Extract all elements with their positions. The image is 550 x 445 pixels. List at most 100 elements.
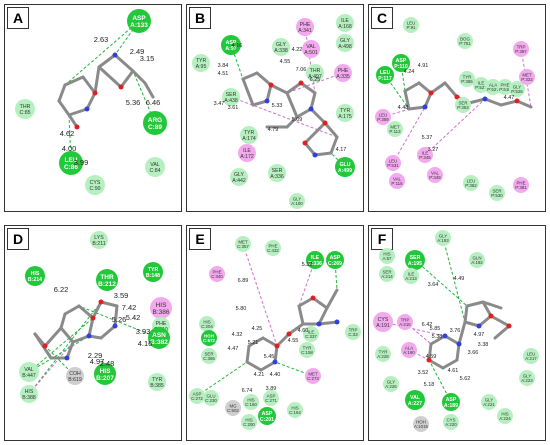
oxygen-atom — [428, 90, 434, 96]
residue-circle — [66, 367, 84, 385]
residue-label: C:164 — [289, 410, 301, 415]
hydrophobic-line — [298, 259, 316, 307]
residue-circle — [25, 266, 45, 286]
residue-label: B:385 — [150, 383, 164, 389]
distance-label: 4.40 — [270, 372, 281, 378]
residue-circle — [143, 111, 167, 135]
residue-label: ARG — [148, 117, 162, 124]
residue-circle — [335, 157, 355, 177]
residue-circle — [296, 18, 314, 36]
residue-label: A:221 — [483, 402, 495, 407]
residue-nodes: ASPA:133ARGC:89LEUC:86THRC:85VALC:84CYSC… — [15, 9, 167, 195]
ligand-bond — [59, 326, 75, 344]
residue-circle — [459, 71, 475, 87]
distance-label: 2.49 — [130, 47, 145, 56]
residue-label: A:133 — [130, 22, 148, 29]
residue-label: B:148 — [146, 273, 160, 279]
interaction-diagram: ASPA:133ARGC:89LEUC:86THRC:85VALC:84CYSC… — [15, 9, 167, 195]
ligand-bond — [99, 300, 119, 308]
ligand-bond — [309, 91, 317, 111]
hbond-line — [78, 305, 160, 339]
residue-label: GLY — [293, 196, 302, 201]
distance-label: 3.89 — [266, 386, 277, 392]
hbond-line — [68, 114, 72, 164]
residue-label: TRP — [517, 44, 526, 49]
panel-label: E — [189, 228, 211, 250]
residue-label: MET — [522, 72, 532, 77]
residue-circle — [519, 370, 535, 386]
residue-circle — [389, 173, 405, 189]
ligand-bond — [77, 304, 95, 320]
ligand-bond — [87, 316, 95, 338]
distance-label: 5.36 — [126, 98, 141, 107]
ligand-bond — [241, 77, 255, 107]
hbond-line — [132, 70, 156, 124]
distance-label: 4.55 — [280, 59, 291, 65]
ligand-bond — [311, 296, 329, 310]
ligand-bond — [515, 99, 533, 109]
residue-circle — [272, 38, 290, 56]
residue-label: MET — [390, 124, 400, 129]
residue-circle — [375, 346, 391, 362]
residue-label: LEU — [389, 158, 398, 163]
panel-label: C — [371, 7, 393, 29]
distance-label: 5.18 — [424, 382, 435, 388]
residue-label: PHE — [212, 269, 221, 274]
residue-circle — [268, 164, 286, 182]
oxygen-atom — [322, 120, 328, 126]
ligand-bond — [463, 304, 469, 324]
residue-label: SER — [204, 351, 213, 356]
residue-nodes: LEUP:91ASPP:110LEUP:117BOGP:751TRPP:387M… — [375, 17, 535, 201]
hbond-line — [196, 361, 248, 397]
residue-label: MET — [238, 239, 248, 244]
residue-label: VAL — [410, 395, 421, 401]
residue-label: LEU — [65, 157, 78, 164]
residue-label: A:189 — [444, 403, 458, 409]
residue-label: ASN — [152, 332, 166, 339]
residue-label: THR — [100, 274, 114, 281]
distance-label: 5.80 — [236, 306, 247, 312]
oxygen-atom — [426, 357, 432, 363]
distance-label: 3.59 — [114, 291, 129, 300]
residue-label: A:498 — [338, 44, 352, 50]
hydrophobic-line — [304, 26, 316, 94]
residue-circle — [383, 376, 399, 392]
distance-labels: 3.644.493.764.973.383.663.524.595.184.61… — [418, 276, 489, 388]
residue-label: VAL — [431, 170, 440, 175]
residue-label: ALA — [489, 82, 497, 87]
ligand-structure — [241, 71, 339, 158]
residue-label: C:357 — [237, 244, 249, 249]
residue-label: B:212 — [98, 281, 116, 288]
ligand-bond — [269, 83, 289, 95]
residue-circle — [373, 312, 393, 332]
ligand-bond — [99, 324, 117, 340]
residue-label: P:751 — [459, 41, 471, 46]
residue-label: A:191 — [376, 323, 390, 329]
residue-label: C:85 — [20, 110, 31, 116]
residue-nodes: ASPA:97GLYA:338PHEA:341ILEA:168GLYA:498V… — [192, 14, 355, 209]
residue-circle — [15, 99, 35, 119]
distance-label: 3.64 — [428, 282, 439, 288]
residue-circle — [85, 175, 105, 195]
residue-label: GLY — [439, 233, 448, 238]
residue-label: C:158 — [301, 350, 313, 355]
distance-label: 4.21 — [254, 372, 265, 378]
residue-label: A:175 — [338, 114, 352, 120]
ligand-bond — [297, 296, 315, 308]
residue-label: VAL — [393, 176, 402, 181]
